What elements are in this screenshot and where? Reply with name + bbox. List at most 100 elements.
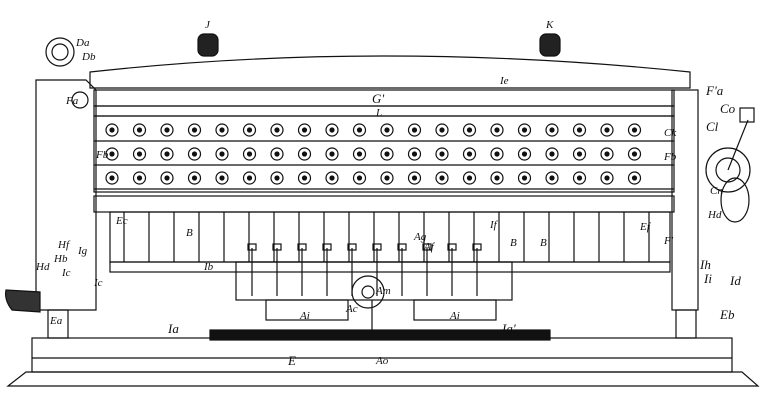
dial: [600, 171, 614, 185]
label-ef: Ef: [640, 221, 650, 233]
label-if: If: [490, 219, 497, 231]
bar-carriage: [93, 195, 675, 213]
bar-lines: [123, 212, 650, 262]
top-gear-da: [45, 37, 75, 67]
dial: [572, 171, 587, 185]
dial: [600, 123, 614, 137]
dial: [215, 171, 229, 185]
dial: [435, 171, 449, 185]
dial: [160, 147, 174, 161]
dial: [517, 147, 532, 161]
base-bar-eb: [675, 309, 697, 339]
label-id: Id: [730, 273, 741, 288]
dial: [187, 171, 202, 185]
dial: [215, 147, 229, 161]
dial: [132, 123, 147, 137]
label-fb-left: Fb: [96, 149, 109, 161]
dial: [215, 123, 229, 137]
label-ia-prime: Ia': [502, 321, 516, 336]
label-ih: Ih: [700, 257, 711, 272]
label-eb: Eb: [720, 307, 735, 322]
dial: [325, 147, 339, 161]
crank-wheel-cn: [705, 147, 751, 193]
label-f-a: F'a: [706, 83, 724, 98]
dial: [545, 171, 559, 185]
arched-cover-ie: [89, 55, 691, 89]
dial: [352, 147, 367, 161]
rail-ib: [109, 261, 671, 273]
dial: [435, 123, 449, 137]
label-ic-left: Ic: [62, 267, 71, 279]
dial: [132, 147, 147, 161]
label-fa: Fa: [66, 95, 79, 107]
label-ig: Ig: [78, 245, 88, 257]
label-cl: Cl: [706, 119, 719, 134]
label-ib: Ib: [204, 261, 214, 273]
dial: [270, 147, 284, 161]
rack-ao: [209, 329, 551, 341]
label-ao: Ao: [376, 355, 389, 367]
dial: [462, 123, 477, 137]
label-b1: B: [186, 227, 193, 239]
crank-arm-co: [727, 119, 749, 171]
dial: [352, 123, 367, 137]
label-ai-left: Ai: [300, 310, 310, 322]
rail-l: [93, 105, 675, 117]
label-ic-mid: Ic: [94, 277, 103, 289]
dial: [160, 171, 174, 185]
dial: [105, 171, 119, 185]
dial: [325, 123, 339, 137]
label-hb: Hb: [54, 253, 68, 265]
dial: [627, 147, 642, 161]
dial: [242, 171, 257, 185]
dial: [462, 171, 477, 185]
label-hd-right: Hd: [708, 209, 722, 221]
key-stems: [247, 243, 482, 296]
dial: [380, 147, 394, 161]
label-fb-right: Fb: [664, 151, 677, 163]
gear-am: [351, 275, 385, 309]
label-k: K: [546, 19, 554, 31]
label-b2: B: [510, 237, 517, 249]
label-ac: Ac: [346, 303, 358, 315]
dial: [517, 123, 532, 137]
left-side-plate: [35, 79, 97, 311]
dial-panel: [93, 115, 675, 193]
label-g-prime: G': [372, 91, 385, 106]
dial: [132, 171, 147, 185]
dial: [572, 123, 587, 137]
label-ii: Ii: [704, 271, 712, 286]
label-ai-right: Ai: [450, 310, 460, 322]
right-side-plate: [671, 89, 699, 311]
base-plinth: [6, 371, 760, 387]
dial: [545, 147, 559, 161]
dial: [270, 123, 284, 137]
dial: [242, 147, 257, 161]
dial: [545, 123, 559, 137]
dial: [490, 171, 504, 185]
dial: [407, 147, 422, 161]
slide-ai-right: [413, 299, 497, 321]
dial: [380, 171, 394, 185]
dial: [242, 123, 257, 137]
dial: [627, 171, 642, 185]
dial: [187, 123, 202, 137]
dial: [435, 147, 449, 161]
dial: [380, 123, 394, 137]
label-ia: Ia: [168, 321, 179, 336]
label-da: Da: [76, 37, 90, 49]
label-hf: Hf: [58, 239, 69, 251]
dial: [517, 171, 532, 185]
label-ec: Ec: [116, 215, 128, 227]
dial: [297, 171, 312, 185]
dial: [105, 147, 119, 161]
dial: [462, 147, 477, 161]
dial: [572, 147, 587, 161]
label-j: J: [205, 19, 210, 31]
dial: [297, 147, 312, 161]
dial: [352, 171, 367, 185]
dial: [490, 123, 504, 137]
dial: [187, 147, 202, 161]
slide-ai-left: [265, 299, 349, 321]
